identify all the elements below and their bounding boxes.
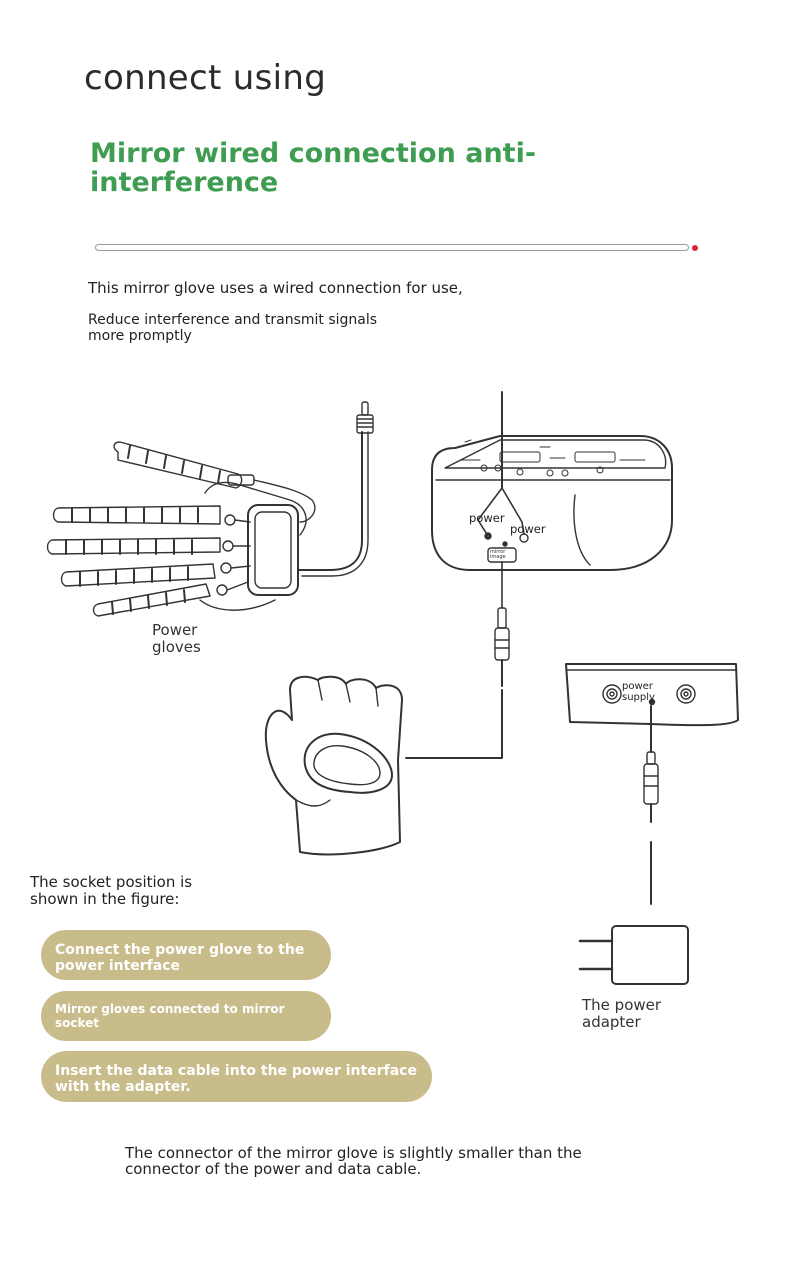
section-subtitle: Mirror wired connection anti-interferenc… xyxy=(90,138,537,198)
divider-bar xyxy=(95,244,689,251)
control-box-illustration xyxy=(431,391,673,687)
port-power-right-label: power xyxy=(510,522,546,536)
connector-note: The connector of the mirror glove is sli… xyxy=(125,1144,582,1178)
power-gloves-label: Power gloves xyxy=(152,621,201,656)
power-supply-illustration xyxy=(565,663,739,905)
intro-text: This mirror glove uses a wired connectio… xyxy=(88,279,463,297)
step-badge-2: Mirror gloves connected to mirror socket xyxy=(41,991,331,1041)
socket-position-text: The socket position is shown in the figu… xyxy=(30,873,193,908)
step-badge-3: Insert the data cable into the power int… xyxy=(41,1051,432,1102)
mirror-glove-illustration xyxy=(264,675,503,856)
port-mirror-label: mirror image xyxy=(490,549,506,560)
port-power-left-label: power xyxy=(469,511,505,525)
step-badge-1: Connect the power glove to the power int… xyxy=(41,930,331,980)
power-adapter-label: The power adapter xyxy=(582,996,662,1031)
wall-adapter-illustration xyxy=(578,925,689,985)
intro-subtext: Reduce interference and transmit signals… xyxy=(88,312,378,344)
power-glove-illustration xyxy=(46,401,374,617)
power-supply-label: power supply xyxy=(622,681,655,703)
divider-dot xyxy=(692,245,698,251)
page-title: connect using xyxy=(84,58,327,98)
